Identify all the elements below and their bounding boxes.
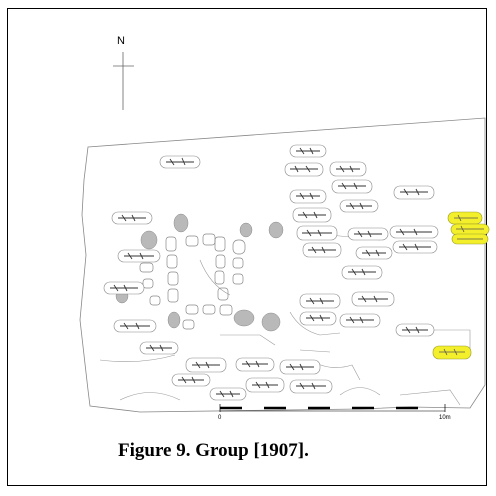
figure-frame	[7, 8, 487, 486]
north-label: N	[117, 35, 125, 47]
figure-caption: Figure 9. Group [1907].	[118, 440, 309, 461]
grey-stones	[115, 213, 284, 332]
burials	[103, 144, 439, 401]
scale-end-label: 10m	[439, 415, 451, 421]
excavation-boundary	[79, 117, 486, 413]
highlighted-skeletons	[439, 214, 484, 356]
highlighted-burials	[432, 211, 490, 360]
scale-start-label: 0	[218, 415, 222, 421]
north-arrow-icon	[113, 52, 134, 110]
scale-bar	[219, 404, 446, 412]
building-remains	[139, 233, 246, 330]
